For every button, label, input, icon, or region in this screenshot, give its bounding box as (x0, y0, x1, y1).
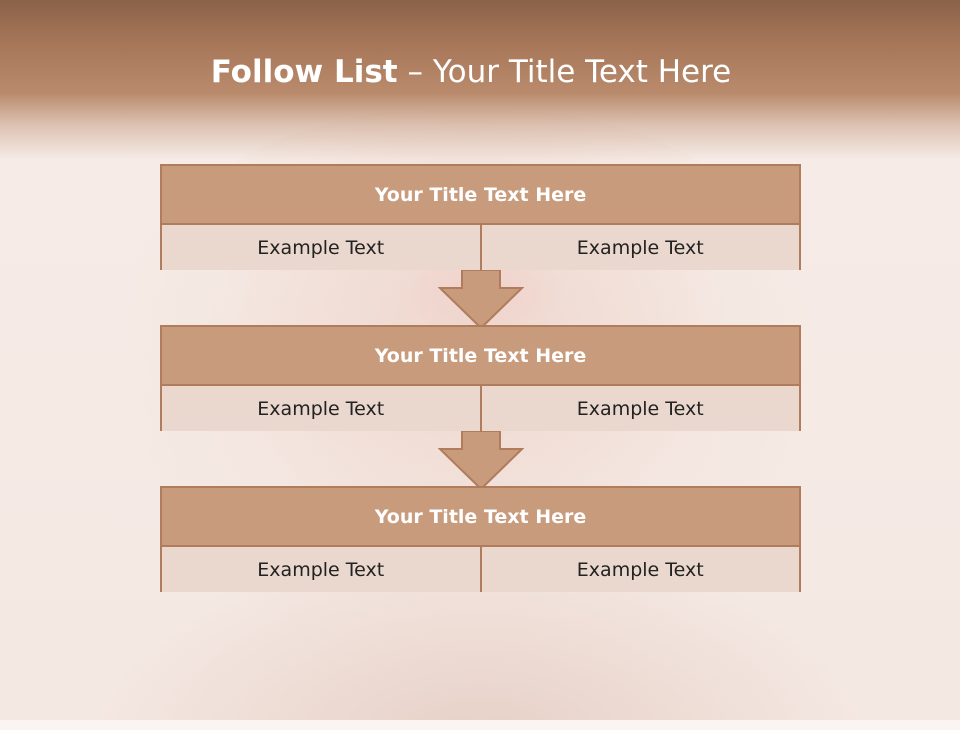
follow-block-1: Your Title Text Here Example Text Exampl… (160, 164, 801, 270)
block-cell-left: Example Text (162, 225, 480, 270)
block-title: Your Title Text Here (162, 327, 799, 386)
block-cell-left: Example Text (162, 386, 480, 431)
slide-title: Follow List – Your Title Text Here (0, 54, 942, 90)
block-cell-right: Example Text (479, 547, 799, 592)
block-title: Your Title Text Here (162, 166, 799, 225)
block-title: Your Title Text Here (162, 488, 799, 547)
follow-block-3: Your Title Text Here Example Text Exampl… (160, 486, 801, 592)
block-row: Example Text Example Text (162, 547, 799, 592)
block-row: Example Text Example Text (162, 386, 799, 431)
block-cell-left: Example Text (162, 547, 480, 592)
slide-title-rest: – Your Title Text Here (407, 54, 732, 90)
title-bar (0, 0, 960, 160)
follow-block-2: Your Title Text Here Example Text Exampl… (160, 325, 801, 431)
arrow-down-icon (438, 431, 524, 491)
arrow-down-icon (438, 270, 524, 330)
slide-title-bold: Follow List (210, 54, 398, 90)
block-cell-right: Example Text (479, 225, 799, 270)
block-cell-right: Example Text (479, 386, 799, 431)
block-row: Example Text Example Text (162, 225, 799, 270)
